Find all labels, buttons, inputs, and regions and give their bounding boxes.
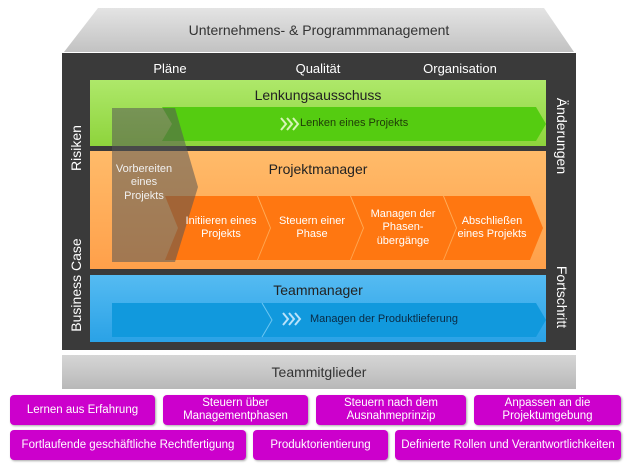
label-business-case: Business Case xyxy=(68,238,84,332)
column-quality: Qualität xyxy=(295,61,341,76)
prepare-label: Vorbereiten eines Projekts xyxy=(115,162,173,202)
delivery-process-label: Managen der Produktlieferung xyxy=(310,313,458,325)
step-arrow-1 xyxy=(165,196,270,260)
principle-stages: Steuern über Managementphasen xyxy=(163,395,308,425)
principle-tailor: Anpassen an die Projektumgebung xyxy=(474,395,621,425)
steering-title: Lenkungsausschuss xyxy=(254,87,382,103)
step-close: Abschließen eines Projekts xyxy=(457,214,527,241)
delivery-separator xyxy=(261,302,273,338)
column-plans: Pläne xyxy=(153,61,187,76)
pm-title: Projektmanager xyxy=(268,161,368,177)
steering-process-label: Lenken eines Projekts xyxy=(300,117,409,129)
principle-justification: Fortlaufende geschäftliche Rechtfertigun… xyxy=(10,430,246,460)
prepare-arrow xyxy=(112,108,198,262)
principle-product-focus: Produktorientierung xyxy=(253,430,388,460)
bottom-bar-title: Teammitglieder xyxy=(271,364,367,380)
label-changes: Änderungen xyxy=(554,97,570,175)
label-progress: Fortschritt xyxy=(554,265,570,329)
step-arrow-3 xyxy=(351,196,456,260)
principle-learn: Lernen aus Erfahrung xyxy=(10,395,155,425)
step-initiate: Initiieren eines Projekts xyxy=(185,214,257,241)
label-risks: Risiken xyxy=(68,125,84,171)
team-title: Teammanager xyxy=(273,282,363,298)
bottom-bar-shape xyxy=(62,355,576,389)
column-organisation: Organisation xyxy=(423,61,497,76)
step-arrow-4 xyxy=(444,196,543,260)
principle-roles: Definierte Rollen und Verantwortlichkeit… xyxy=(395,430,621,460)
step-boundaries: Managen der Phasen-übergänge xyxy=(370,207,436,247)
step-control: Steuern einer Phase xyxy=(278,214,346,241)
top-bar-shape xyxy=(64,8,574,52)
delivery-chevron-icon xyxy=(282,312,302,326)
step-arrow-2 xyxy=(258,196,363,260)
steer-chevron-icon xyxy=(280,117,300,131)
top-bar-title: Unternehmens- & Programmmanagement xyxy=(188,22,450,38)
steer-process-arrow xyxy=(162,107,546,141)
delivery-process-arrow xyxy=(112,303,546,337)
principle-exception: Steuern nach dem Ausnahmeprinzip xyxy=(316,395,466,425)
